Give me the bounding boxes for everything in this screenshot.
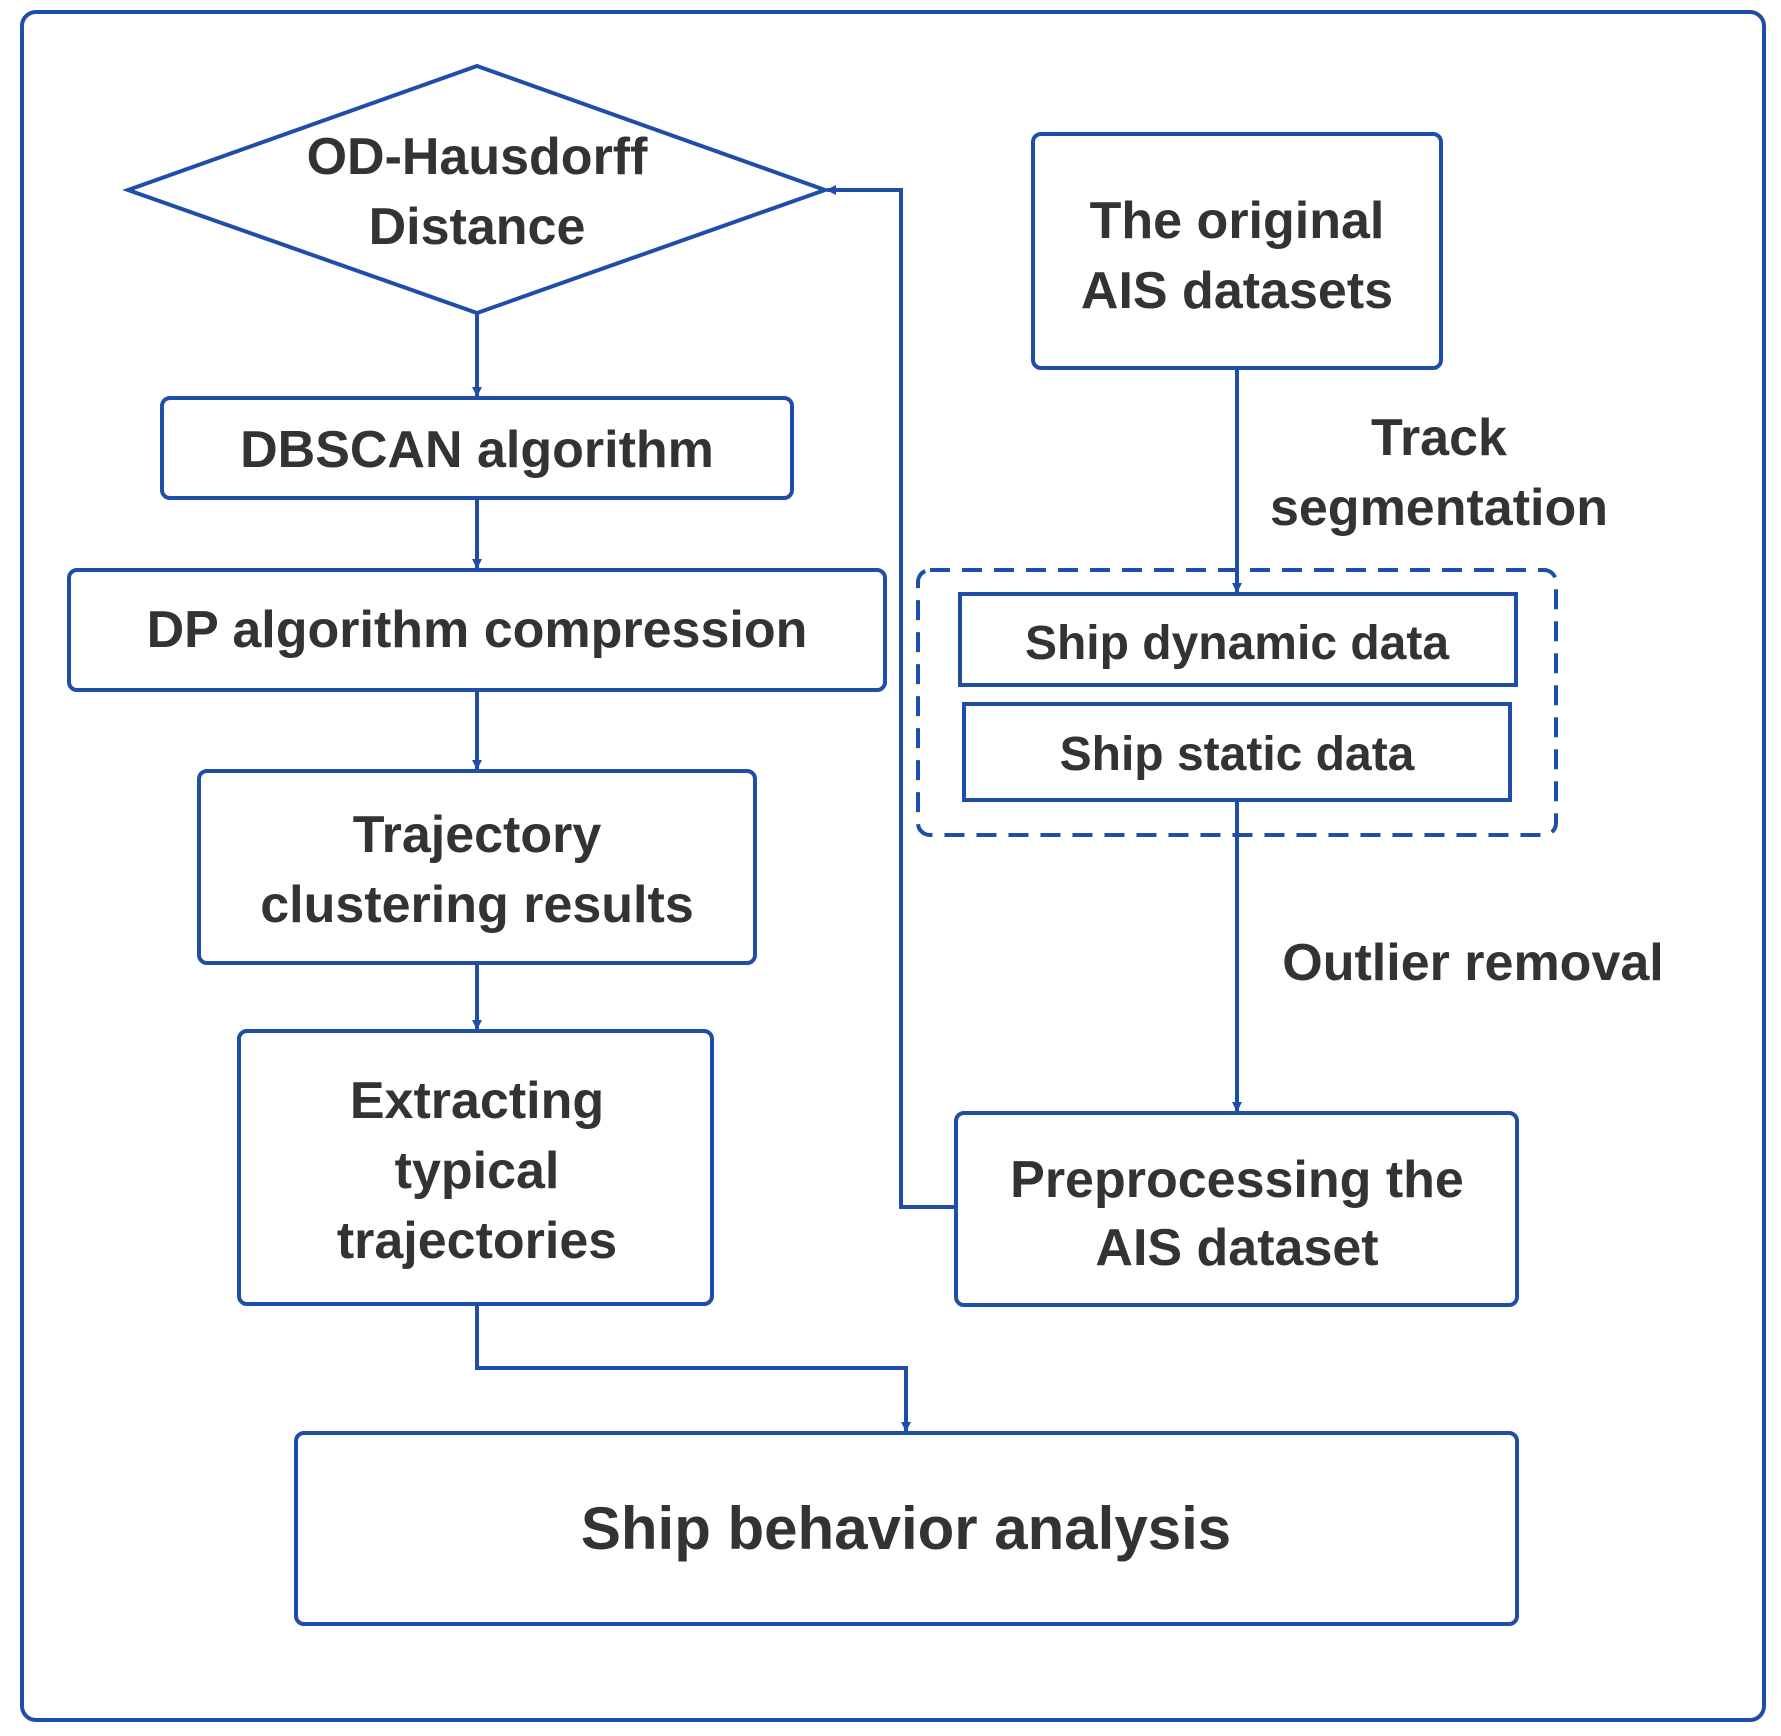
dbscan-node: DBSCAN algorithm bbox=[160, 396, 794, 500]
ship-behavior-label: Ship behavior analysis bbox=[581, 1495, 1231, 1562]
od-hausdorff-node: OD-Hausdorff Distance bbox=[122, 63, 831, 316]
od-hausdorff-diamond bbox=[122, 63, 831, 316]
original-ais-box bbox=[1031, 132, 1443, 370]
extracting-label-line3: trajectories bbox=[337, 1212, 617, 1270]
arrow-preprocessing-to-od bbox=[826, 185, 956, 1209]
extracting-label-line2: typical bbox=[395, 1142, 560, 1200]
ship-dynamic-box bbox=[958, 592, 1518, 687]
extracting-node: Extracting typical trajectories bbox=[237, 1029, 714, 1306]
track-segmentation-label-line1: Track bbox=[1371, 409, 1507, 467]
original-ais-label-line2: AIS datasets bbox=[1081, 262, 1393, 320]
clustering-results-node: Trajectory clustering results bbox=[197, 769, 757, 965]
preprocessing-label-line2: AIS dataset bbox=[1095, 1219, 1378, 1277]
track-segmentation-label-line2: segmentation bbox=[1270, 479, 1608, 537]
ship-dynamic-node: Ship dynamic data bbox=[958, 592, 1518, 687]
clustering-results-box bbox=[197, 769, 757, 965]
extracting-label-line1: Extracting bbox=[350, 1072, 604, 1130]
od-hausdorff-label-line1: OD-Hausdorff bbox=[307, 128, 649, 186]
arrow-extracting-to-behavior bbox=[475, 1304, 911, 1432]
preprocessing-node: Preprocessing the AIS dataset bbox=[954, 1111, 1519, 1307]
outlier-removal-edge-label: Outlier removal bbox=[1282, 934, 1663, 992]
dp-compression-label: DP algorithm compression bbox=[147, 601, 808, 659]
outer-frame bbox=[20, 10, 1766, 1722]
ship-static-label: Ship static data bbox=[1060, 728, 1415, 781]
clustering-results-label-line2: clustering results bbox=[260, 876, 693, 934]
clustering-results-label-line1: Trajectory bbox=[353, 806, 602, 864]
od-hausdorff-label-line2: Distance bbox=[369, 198, 586, 256]
dbscan-label: DBSCAN algorithm bbox=[240, 421, 714, 479]
preprocessing-label-line1: Preprocessing the bbox=[1010, 1151, 1464, 1209]
ship-behavior-box bbox=[294, 1431, 1519, 1626]
original-ais-node: The original AIS datasets bbox=[1031, 132, 1443, 370]
dp-compression-node: DP algorithm compression bbox=[67, 568, 887, 692]
ship-dynamic-label: Ship dynamic data bbox=[1025, 617, 1449, 670]
ship-static-node: Ship static data bbox=[962, 702, 1512, 802]
original-ais-label-line1: The original bbox=[1090, 192, 1385, 250]
connectors bbox=[472, 185, 1242, 1432]
track-segmentation-edge-label: Track segmentation bbox=[1270, 409, 1608, 537]
ship-behavior-node: Ship behavior analysis bbox=[294, 1431, 1519, 1626]
